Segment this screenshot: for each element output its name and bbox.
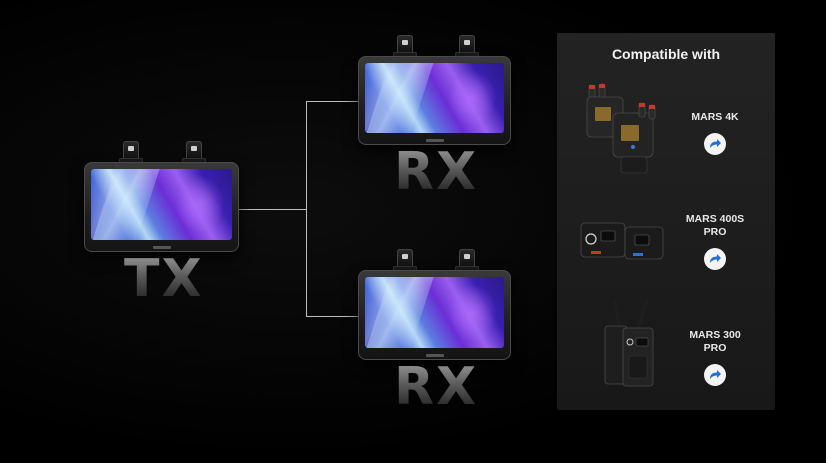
mars-400s-pro-device-image [569, 201, 669, 273]
product-name-line1: MARS 300 [689, 329, 741, 341]
mars-4k-link-button[interactable] [704, 133, 726, 155]
compatible-panel: Compatible with MARS 4K [557, 33, 775, 410]
product-name-line2: PRO [703, 226, 727, 238]
tx-label: TX [124, 249, 204, 309]
product-name-mars-400s-pro: MARS 400S PRO [675, 213, 755, 239]
antenna-knob-icon [393, 35, 417, 57]
product-name-line2: PRO [703, 342, 727, 354]
share-arrow-icon [710, 370, 721, 379]
connector-rx-bottom [306, 316, 359, 317]
rx-top-monitor [358, 56, 511, 145]
monitor-brand-mark [425, 139, 444, 142]
tx-monitor [84, 162, 239, 252]
monitor-brand-mark [152, 246, 171, 249]
product-name-mars-300-pro: MARS 300 PRO [675, 329, 755, 355]
monitor-screen [91, 169, 232, 240]
connector-rx-top [306, 101, 359, 102]
product-name-line1: MARS 400S [685, 213, 745, 225]
antenna-knob-icon [119, 141, 143, 163]
monitor-brand-mark [425, 354, 444, 357]
connector-tx-horizontal [238, 209, 306, 210]
mars-300-pro-link-button[interactable] [704, 364, 726, 386]
rx-bottom-monitor [358, 270, 511, 360]
panel-title: Compatible with [611, 46, 721, 62]
monitor-screen [365, 63, 504, 133]
antenna-knob-icon [455, 249, 479, 271]
mars-400s-pro-link-button[interactable] [704, 248, 726, 270]
product-name-mars-4k: MARS 4K [691, 111, 739, 123]
rx-bottom-label: RX [394, 357, 479, 417]
monitor-screen [365, 277, 504, 348]
share-arrow-icon [710, 254, 721, 263]
rx-top-label: RX [394, 142, 479, 202]
antenna-knob-icon [182, 141, 206, 163]
antenna-knob-icon [455, 35, 479, 57]
mars-4k-device-image [585, 83, 667, 178]
share-arrow-icon [710, 139, 721, 148]
mars-300-pro-device-image [599, 298, 659, 393]
antenna-knob-icon [393, 249, 417, 271]
connector-vertical [306, 101, 307, 317]
